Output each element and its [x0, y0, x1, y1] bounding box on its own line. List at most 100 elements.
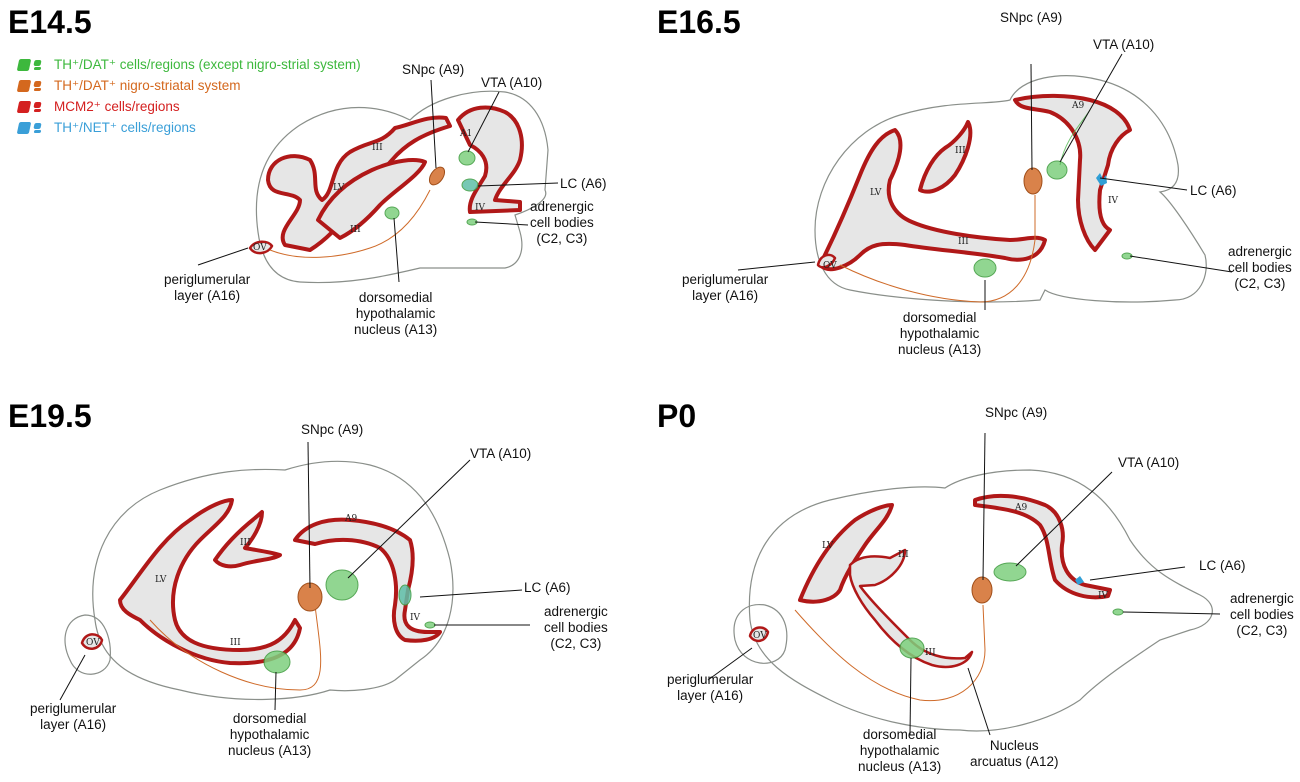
label-line: nucleus (A13) — [228, 742, 312, 758]
legend: TH⁺/DAT⁺ cells/regions (except nigro-str… — [16, 54, 361, 138]
svg-text:III: III — [898, 550, 909, 560]
label-line: layer (A16) — [174, 287, 241, 303]
label-line: dorsomedial — [358, 290, 433, 305]
label-nucleus-arcuatus-p0: Nucleus arcuatus (A12) — [970, 738, 1059, 770]
label-line: dorsomedial — [862, 727, 937, 742]
svg-text:IV: IV — [1098, 591, 1109, 601]
label-lc-e16: LC (A6) — [1190, 183, 1237, 198]
svg-text:III: III — [350, 225, 361, 235]
label-periglomerular-e19: periglumerular layer (A16) — [30, 701, 116, 733]
svg-text:IV: IV — [1108, 196, 1119, 206]
label-vta-e14: VTA (A10) — [481, 75, 543, 90]
svg-text:LV: LV — [870, 188, 882, 198]
label-adrenergic-p0: adrenergic cell bodies (C2, C3) — [1230, 591, 1294, 639]
svg-text:A1: A1 — [459, 129, 472, 139]
label-line: cell bodies — [1230, 606, 1294, 622]
label-line: Nucleus — [989, 738, 1039, 753]
label-line: hypothalamic — [859, 742, 940, 758]
svg-text:OV: OV — [86, 638, 100, 648]
label-line: cell bodies — [1228, 259, 1292, 275]
legend-item-mcm2: MCM2⁺ cells/regions — [16, 96, 361, 117]
label-vta-e19: VTA (A10) — [470, 446, 532, 461]
label-line: layer (A16) — [40, 716, 107, 732]
label-line: (C2, C3) — [1236, 622, 1288, 638]
label-line: nucleus (A13) — [858, 758, 942, 774]
label-line: (C2, C3) — [550, 635, 602, 651]
svg-text:III: III — [955, 146, 966, 156]
label-adrenergic-e19: adrenergic cell bodies (C2, C3) — [544, 604, 608, 652]
label-line: periglumerular — [164, 272, 251, 287]
legend-item-nigro-striatal: TH⁺/DAT⁺ nigro-striatal system — [16, 75, 361, 96]
label-adrenergic-e14: adrenergic cell bodies (C2, C3) — [530, 199, 594, 247]
label-line: adrenergic — [544, 604, 608, 619]
label-line: adrenergic — [530, 199, 594, 214]
svg-text:LV: LV — [822, 541, 834, 551]
label-periglomerular-p0: periglumerular layer (A16) — [667, 672, 753, 704]
label-line: periglumerular — [667, 672, 754, 687]
panel-title-p0: P0 — [657, 398, 697, 434]
label-dorsomedial-e14: dorsomedial hypothalamic nucleus (A13) — [354, 290, 437, 338]
svg-text:LV: LV — [333, 183, 345, 193]
svg-text:III: III — [372, 143, 383, 153]
label-snpc-e19: SNpc (A9) — [301, 422, 364, 437]
label-line: nucleus (A13) — [898, 341, 982, 357]
label-line: cell bodies — [530, 214, 594, 230]
legend-item-th-net: TH⁺/NET⁺ cells/regions — [16, 117, 361, 138]
label-line: periglumerular — [682, 272, 769, 287]
label-vta-p0: VTA (A10) — [1118, 455, 1180, 470]
legend-item-th-dat: TH⁺/DAT⁺ cells/regions (except nigro-str… — [16, 54, 361, 75]
label-line: hypothalamic — [899, 325, 980, 341]
label-line: dorsomedial — [232, 711, 307, 726]
label-dorsomedial-p0: dorsomedial hypothalamic nucleus (A13) — [858, 727, 941, 775]
label-lc-e19: LC (A6) — [524, 580, 571, 595]
legend-label: TH⁺/DAT⁺ cells/regions (except nigro-str… — [54, 56, 361, 72]
label-vta-e16: VTA (A10) — [1093, 37, 1155, 52]
svg-text:III: III — [925, 648, 936, 658]
legend-label: MCM2⁺ cells/regions — [54, 98, 180, 114]
panel-title-e14: E14.5 — [8, 4, 92, 40]
svg-text:OV: OV — [253, 243, 267, 253]
label-line: cell bodies — [544, 619, 608, 635]
svg-text:OV: OV — [753, 631, 767, 641]
label-lc-e14: LC (A6) — [560, 176, 607, 191]
label-line: layer (A16) — [677, 687, 744, 703]
label-line: adrenergic — [1230, 591, 1294, 606]
svg-text:A9: A9 — [1071, 101, 1084, 111]
label-snpc-e16: SNpc (A9) — [1000, 10, 1063, 25]
label-line: periglumerular — [30, 701, 117, 716]
label-snpc-p0: SNpc (A9) — [985, 405, 1048, 420]
svg-text:IV: IV — [475, 203, 486, 213]
label-periglomerular-e16: periglumerular layer (A16) — [682, 272, 768, 304]
legend-label: TH⁺/NET⁺ cells/regions — [54, 119, 196, 135]
brain-e16: LV III III A9 IV OV — [737, 53, 1233, 310]
label-line: arcuatus (A12) — [970, 753, 1059, 769]
panel-title-e19: E19.5 — [8, 398, 92, 434]
svg-text:LV: LV — [155, 575, 167, 585]
svg-text:III: III — [240, 538, 251, 548]
label-line: hypothalamic — [355, 305, 436, 321]
legend-label: TH⁺/DAT⁺ nigro-striatal system — [54, 77, 241, 93]
label-line: (C2, C3) — [1234, 275, 1286, 291]
label-adrenergic-e16: adrenergic cell bodies (C2, C3) — [1228, 244, 1292, 292]
label-line: adrenergic — [1228, 244, 1292, 259]
label-line: layer (A16) — [692, 287, 759, 303]
svg-text:A9: A9 — [1014, 503, 1027, 513]
label-line: (C2, C3) — [536, 230, 588, 246]
brain-e19: LV III III A9 IV OV — [59, 441, 530, 711]
svg-text:III: III — [230, 638, 241, 648]
label-line: nucleus (A13) — [354, 321, 438, 337]
brain-p0: LV III III A9 IV OV — [707, 432, 1221, 736]
label-lc-p0: LC (A6) — [1199, 558, 1246, 573]
svg-text:III: III — [958, 237, 969, 247]
svg-text:IV: IV — [410, 613, 421, 623]
svg-text:A9: A9 — [344, 514, 357, 524]
label-dorsomedial-e16: dorsomedial hypothalamic nucleus (A13) — [898, 310, 981, 358]
panel-title-e16: E16.5 — [657, 4, 741, 40]
brain-e14: OV LV III III A1 IV — [197, 79, 559, 284]
label-periglomerular-e14: periglumerular layer (A16) — [164, 272, 250, 304]
svg-text:OV: OV — [823, 261, 837, 271]
label-dorsomedial-e19: dorsomedial hypothalamic nucleus (A13) — [228, 711, 311, 759]
label-line: hypothalamic — [229, 726, 310, 742]
label-line: dorsomedial — [902, 310, 977, 325]
